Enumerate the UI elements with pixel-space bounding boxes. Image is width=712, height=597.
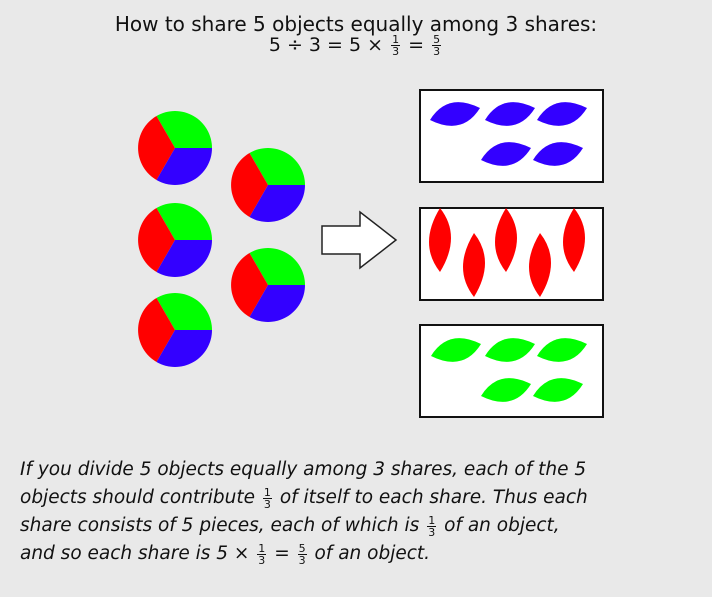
green-third: [156, 293, 212, 330]
equals-sign: =: [408, 34, 425, 56]
red-share-pieces: [429, 208, 585, 297]
divided-circle: [138, 293, 212, 367]
divided-circle: [231, 148, 305, 222]
green-piece: [481, 378, 531, 402]
blue-piece: [481, 142, 531, 166]
sharing-diagram: [138, 89, 604, 418]
divided-circle: [231, 248, 305, 322]
red-third: [231, 153, 268, 217]
blue-piece: [485, 102, 535, 126]
divided-circle: [138, 203, 212, 277]
green-share-pieces: [431, 338, 587, 402]
red-piece: [463, 233, 485, 297]
blue-third: [249, 185, 305, 222]
green-piece: [485, 338, 535, 362]
green-third: [249, 148, 305, 185]
blue-piece: [533, 142, 583, 166]
green-piece: [431, 338, 481, 362]
green-piece: [537, 338, 587, 362]
blue-third: [156, 330, 212, 367]
equation-left: 5 ÷ 3 = 5 ×: [268, 34, 384, 56]
red-third: [138, 208, 175, 272]
blue-third: [249, 285, 305, 322]
red-piece: [429, 208, 451, 272]
green-piece: [533, 378, 583, 402]
red-piece: [529, 233, 551, 297]
right-arrow-icon: [321, 210, 398, 270]
blue-piece: [430, 102, 480, 126]
red-third: [138, 298, 175, 362]
green-third: [249, 248, 305, 285]
caption-line-1: If you divide 5 objects equally among 3 …: [20, 459, 587, 480]
green-third: [156, 203, 212, 240]
blue-third: [156, 240, 212, 277]
divided-circle: [138, 111, 212, 185]
blue-share-pieces: [430, 102, 587, 166]
object-circles: [138, 111, 305, 367]
green-third: [156, 111, 212, 148]
blue-third: [156, 148, 212, 185]
red-piece: [563, 208, 585, 272]
explanation-caption: If you divide 5 objects equally among 3 …: [20, 456, 712, 568]
red-third: [231, 253, 268, 317]
blue-piece: [537, 102, 587, 126]
figure-title: How to share 5 objects equally among 3 s…: [114, 12, 598, 36]
red-piece: [495, 208, 517, 272]
caption-line-3: share consists of 5 pieces, each of whic…: [20, 513, 560, 539]
red-third: [138, 116, 175, 180]
